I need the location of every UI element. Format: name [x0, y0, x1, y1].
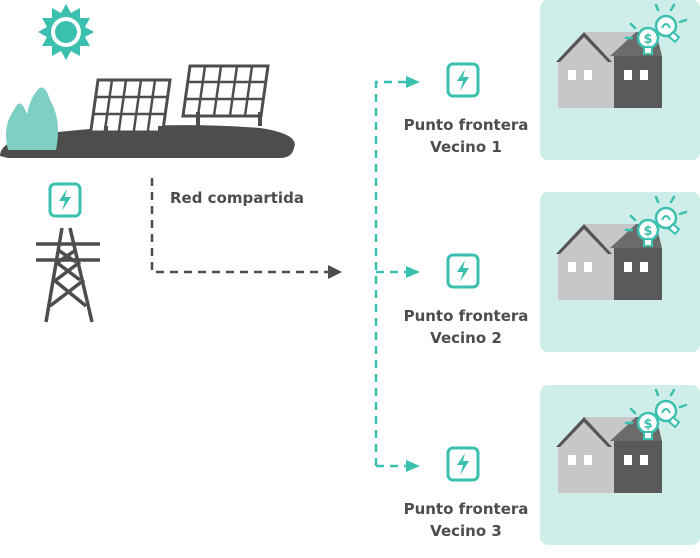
- shared-grid-arrow: [150, 178, 342, 279]
- arrow-vecino-2: [406, 266, 420, 278]
- neighbor-3-line2: Vecino 3: [430, 522, 502, 540]
- neighbor-1-line2: Vecino 1: [430, 138, 502, 156]
- lightning-icon: [48, 182, 82, 218]
- solar-panel-icon: [88, 64, 270, 136]
- neighbor-label-1: Punto frontera Vecino 1: [396, 114, 536, 158]
- lightning-icon: [446, 253, 480, 289]
- house-card-vecino-2: [540, 192, 700, 352]
- shared-grid-label: Red compartida: [170, 189, 304, 207]
- house-card-vecino-3: [540, 385, 700, 545]
- house-card-vecino-1: [540, 0, 700, 160]
- lightning-icon: [446, 446, 480, 482]
- neighbor-label-2: Punto frontera Vecino 2: [396, 305, 536, 349]
- lightning-icon: [446, 62, 480, 98]
- arrow-vecino-1: [406, 76, 420, 88]
- power-tower-icon: [36, 227, 100, 323]
- sun-icon: [38, 4, 94, 60]
- distribution-lines: [374, 80, 406, 468]
- neighbor-1-line1: Punto frontera: [403, 116, 529, 134]
- neighbor-2-line1: Punto frontera: [403, 307, 529, 325]
- hill: [0, 125, 295, 158]
- neighbor-3-line1: Punto frontera: [403, 500, 529, 518]
- neighbor-label-3: Punto frontera Vecino 3: [396, 498, 536, 542]
- neighbor-2-line2: Vecino 2: [430, 329, 502, 347]
- arrow-vecino-3: [406, 460, 420, 472]
- tree-icon: [6, 87, 58, 150]
